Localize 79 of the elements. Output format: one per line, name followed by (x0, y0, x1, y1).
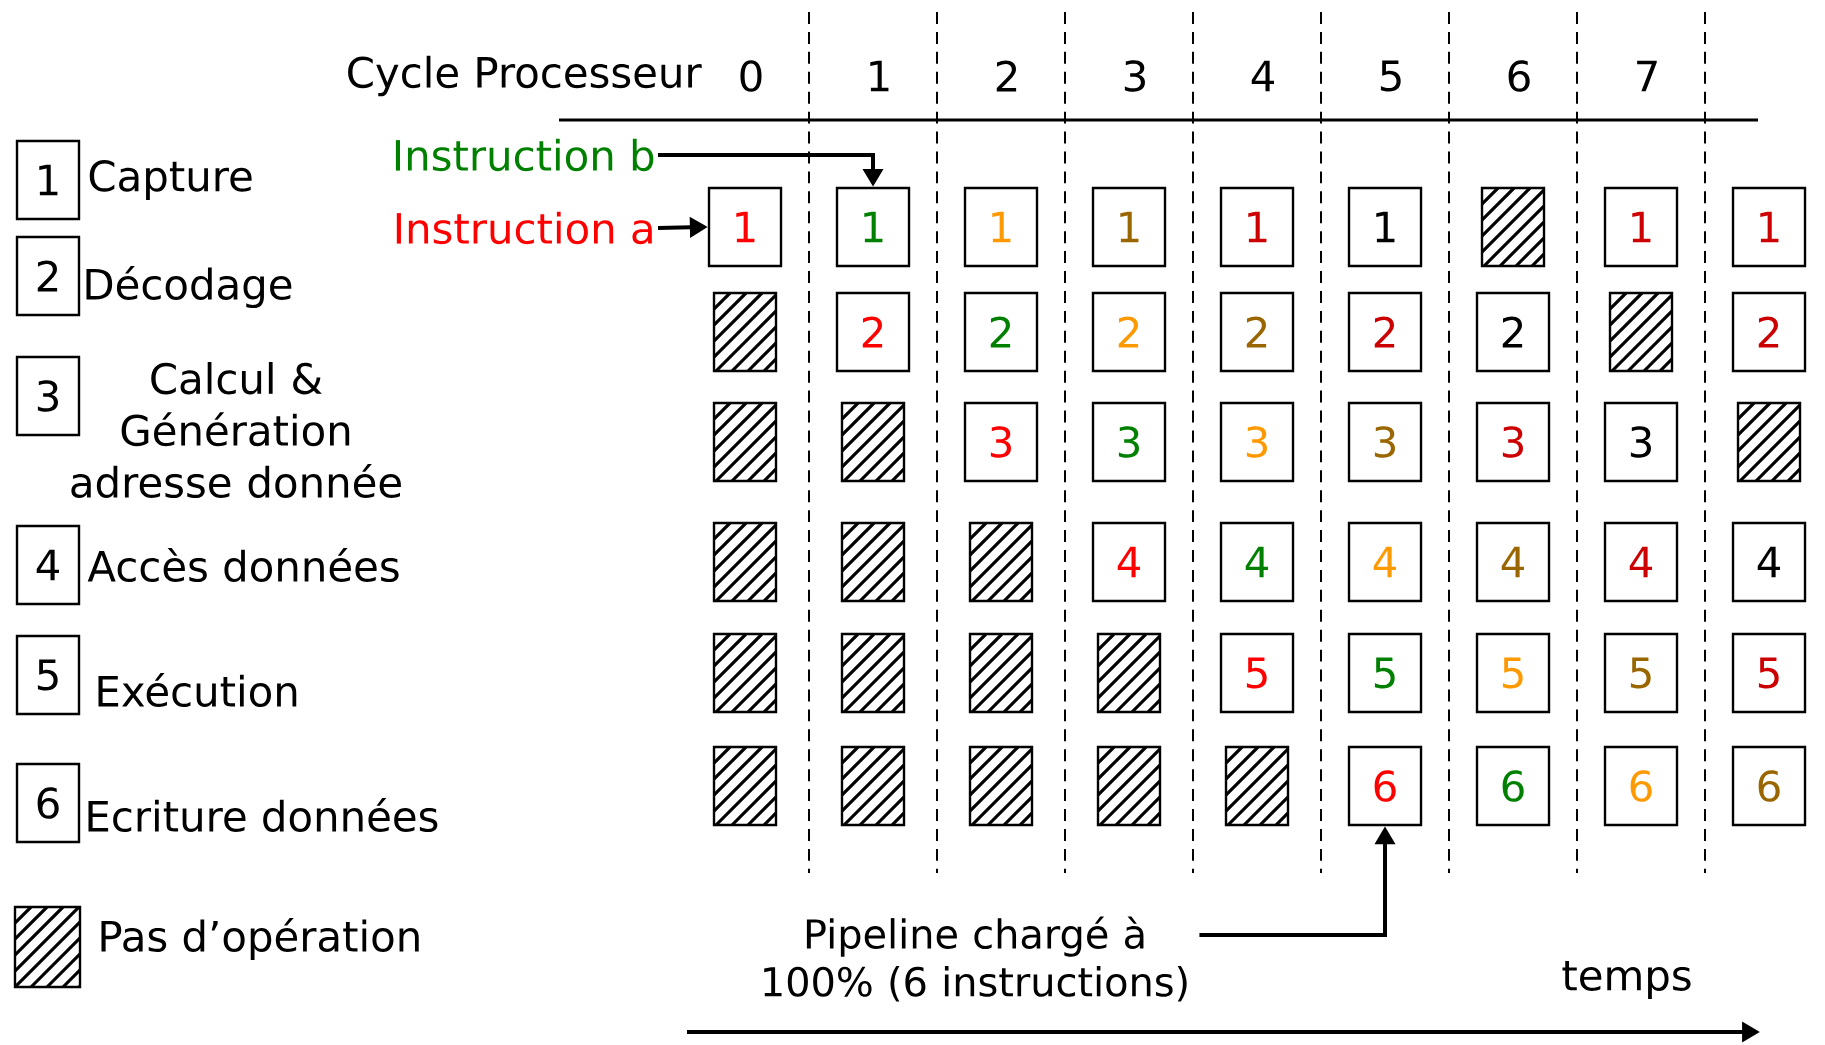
cycle-number: 4 (1251, 60, 1274, 92)
stage-box: 6 (1475, 745, 1551, 827)
stage-box: 1 (1219, 186, 1295, 268)
stage-box: 3 (1091, 401, 1167, 483)
number-box: 2 (15, 235, 81, 317)
stage-box: 6 (1731, 745, 1807, 827)
number-box: 1 (15, 139, 81, 221)
hatched-box (1224, 745, 1290, 827)
hatched-box (1096, 745, 1162, 827)
stage-box: 1 (1731, 186, 1807, 268)
cycle-number: 7 (1637, 60, 1657, 92)
cycle-number: 1 (870, 60, 889, 92)
stage-label: Décodage (86, 265, 292, 309)
stage-box: 1 (707, 186, 783, 268)
hatched-box (1480, 186, 1546, 268)
hatched-box (840, 401, 906, 483)
stage-box: 1 (1603, 186, 1679, 268)
axis-title: Cycle Processeur (348, 55, 702, 97)
stage-box: 1 (835, 186, 911, 268)
stage-box: 2 (1091, 291, 1167, 373)
stage-box: 3 (1347, 401, 1423, 483)
stage-label: Accès données (87, 548, 399, 583)
hatched-box (968, 632, 1034, 714)
hatched-box (968, 745, 1034, 827)
stage-label: Capture (89, 160, 252, 200)
stage-box: 1 (1347, 186, 1423, 268)
stage-box: 4 (1475, 521, 1551, 603)
stage-box: 6 (1603, 745, 1679, 827)
cycle-number: 2 (996, 60, 1017, 92)
number-box: 3 (15, 355, 81, 437)
hatched-box (712, 401, 778, 483)
stage-box: 4 (1347, 521, 1423, 603)
hatched-box (712, 632, 778, 714)
stage-box: 3 (1475, 401, 1551, 483)
stage-box: 4 (1091, 521, 1167, 603)
hatched-box (712, 521, 778, 603)
hatched-box (712, 745, 778, 827)
stage-box: 5 (1347, 632, 1423, 714)
stage-box: 2 (963, 291, 1039, 373)
cycle-number: 0 (740, 60, 762, 92)
stage-label: Ecriture données (88, 798, 438, 833)
stage-box: 5 (1731, 632, 1807, 714)
stage-box: 2 (1219, 291, 1295, 373)
stage-box: 2 (1475, 291, 1551, 373)
number-box: 4 (15, 524, 81, 606)
hatched-box (1736, 401, 1802, 483)
stage-box: 3 (1603, 401, 1679, 483)
stage-box: 3 (963, 401, 1039, 483)
legend-label: Pas d’opération (101, 917, 419, 961)
stage-box: 4 (1731, 521, 1807, 603)
hatched-box (840, 632, 906, 714)
stage-box: 6 (1347, 745, 1423, 827)
hatched-box (840, 521, 906, 603)
stage-box: 5 (1475, 632, 1551, 714)
hatched-box (968, 521, 1034, 603)
instruction-label: Instruction b (395, 138, 654, 172)
axis-label: temps (1562, 961, 1691, 1000)
stage-box: 5 (1219, 632, 1295, 714)
note-text: Pipeline chargé à 100% (6 instructions) (764, 916, 1187, 1002)
hatched-box (840, 745, 906, 827)
hatched-box (712, 291, 778, 373)
stage-box: 4 (1219, 521, 1295, 603)
hatched-box (1608, 291, 1674, 373)
stage-box: 2 (1347, 291, 1423, 373)
instruction-label: Instruction a (396, 211, 652, 245)
cycle-number: 3 (1124, 60, 1145, 92)
number-box: 6 (15, 762, 81, 844)
stage-box: 2 (835, 291, 911, 373)
stage-box: 2 (1731, 291, 1807, 373)
hatched-box (1096, 632, 1162, 714)
cycle-number: 6 (1508, 60, 1530, 92)
cycle-number: 5 (1380, 60, 1401, 92)
stage-box: 4 (1603, 521, 1679, 603)
stage-box: 3 (1219, 401, 1295, 483)
stage-box: 5 (1603, 632, 1679, 714)
stage-label: Exécution (98, 673, 297, 708)
number-box: 5 (15, 634, 81, 716)
stage-box: 1 (1091, 186, 1167, 268)
stage-box: 1 (963, 186, 1039, 268)
